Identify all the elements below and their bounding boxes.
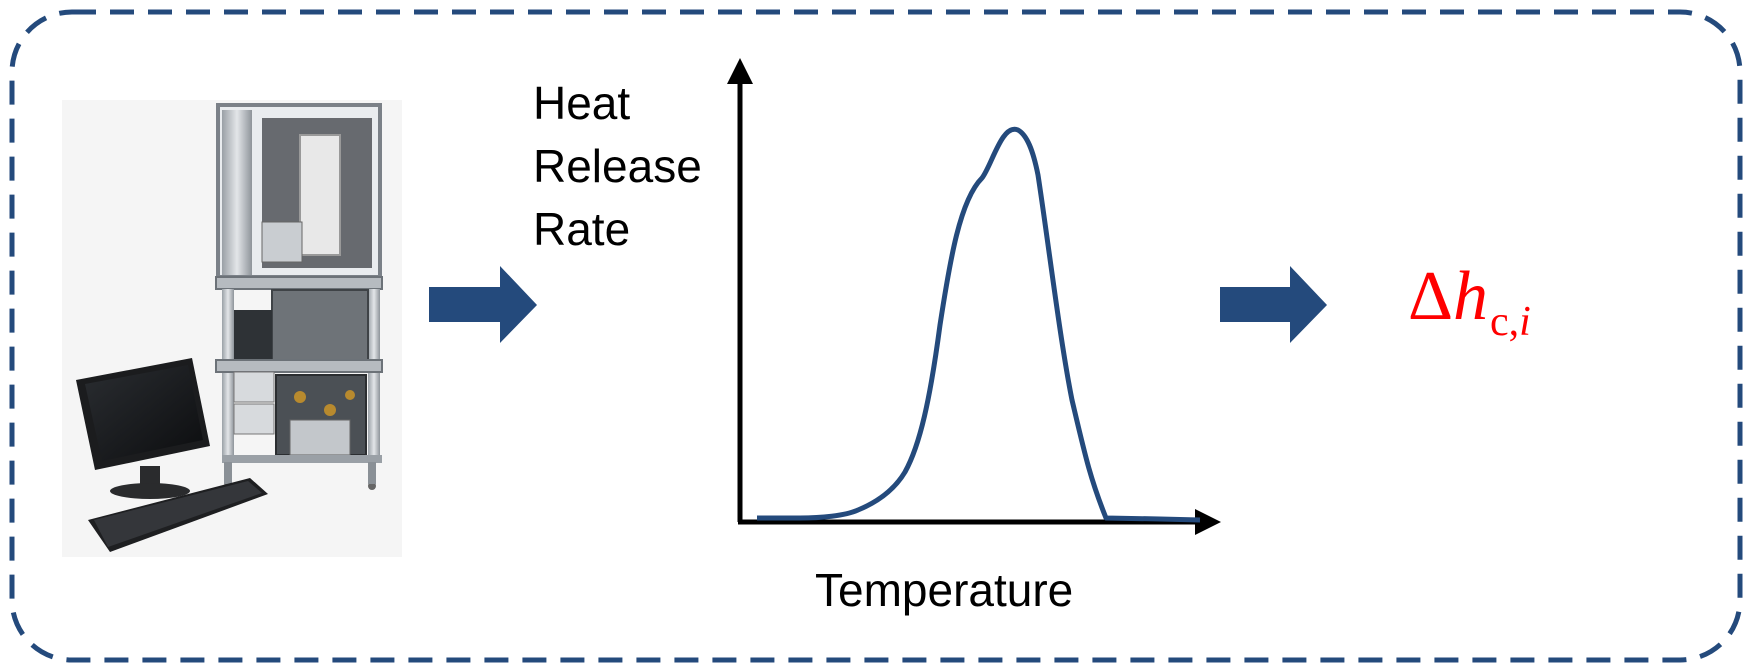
result-formula: Δhc,i — [1408, 262, 1531, 345]
right-arrow-icon — [1220, 266, 1327, 343]
x-axis-label: Temperature — [815, 564, 1074, 616]
subscript-c: c — [1490, 299, 1509, 345]
y-axis-label-line: Release — [533, 140, 702, 192]
plot-axes — [727, 58, 1221, 535]
y-axis-label-line: Rate — [533, 203, 631, 255]
dashed-frame — [9, 9, 1743, 663]
heat-release-curve — [757, 126, 1201, 523]
right-arrow-icon — [429, 266, 537, 343]
subscript-i: i — [1519, 299, 1531, 345]
delta-symbol: Δ — [1408, 258, 1454, 335]
formula-subscript: c,i — [1490, 299, 1531, 345]
y-axis-label-line: Heat — [533, 77, 631, 129]
subscript-separator: , — [1508, 299, 1520, 345]
formula-h: h — [1453, 258, 1489, 335]
lab-instrument-with-computer-icon — [62, 100, 402, 557]
